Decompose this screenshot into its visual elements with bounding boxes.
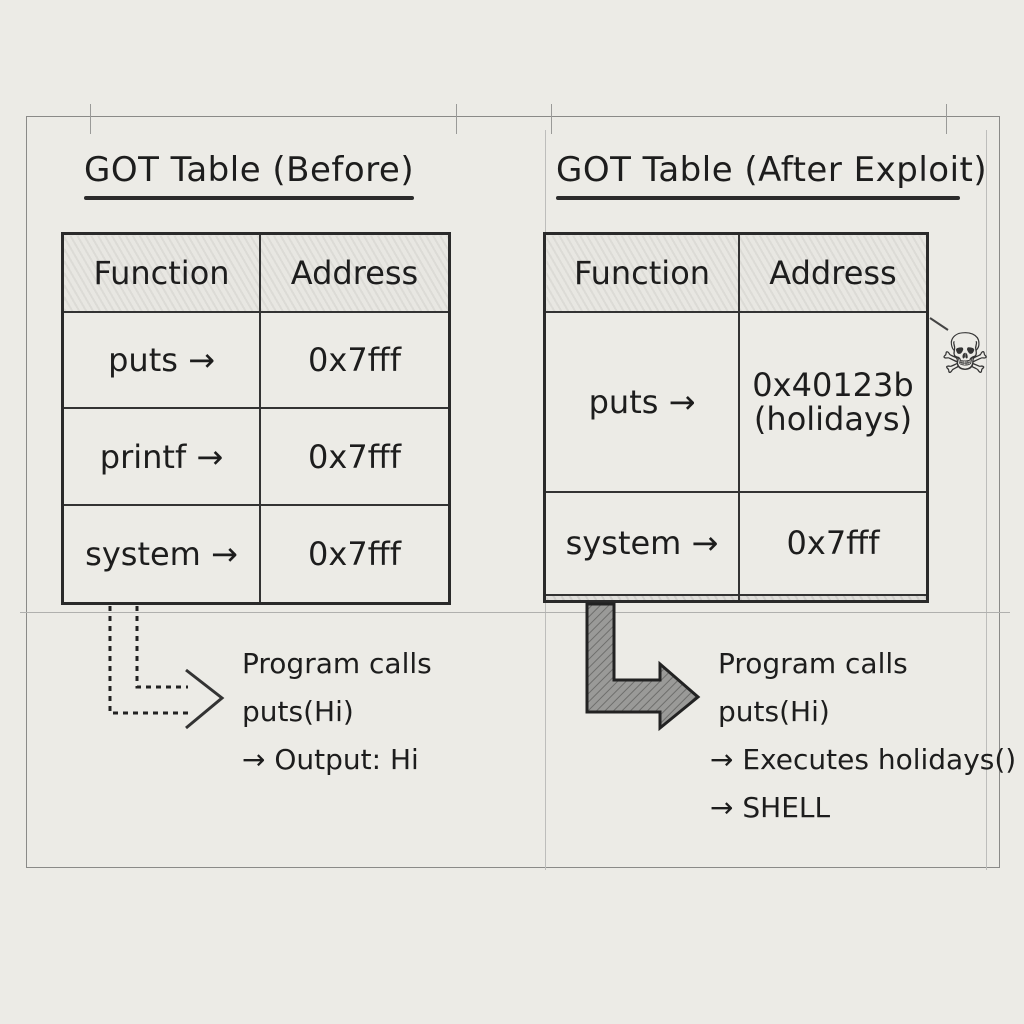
overwritten-address: 0x40123b <box>752 365 914 404</box>
table-row-empty <box>543 593 929 603</box>
address-cell: 0x40123b (holidays) <box>738 310 929 493</box>
tick-mark <box>90 104 91 134</box>
note-line: → SHELL <box>710 791 831 824</box>
left-title: GOT Table (Before) <box>84 150 415 190</box>
function-cell: puts → <box>61 310 261 410</box>
empty-cell <box>738 593 929 603</box>
table-row: printf → 0x7fff <box>61 407 451 507</box>
note-line: puts(Hi) <box>718 695 830 728</box>
tick-mark <box>456 104 457 134</box>
address-cell: 0x7fff <box>259 407 451 507</box>
header-function: Function <box>61 232 261 313</box>
table-row: puts → 0x40123b (holidays) <box>543 310 929 493</box>
function-cell: system → <box>543 490 740 597</box>
table-row: system → 0x7fff <box>543 490 929 597</box>
header-address: Address <box>259 232 451 313</box>
table-row: system → 0x7fff <box>61 504 451 605</box>
right-title-underline <box>556 196 960 200</box>
right-note: Program calls puts(Hi) → Executes holida… <box>710 640 1016 832</box>
table-row: puts → 0x7fff <box>61 310 451 410</box>
note-line: → Output: Hi <box>242 743 419 776</box>
left-note: Program calls puts(Hi) → Output: Hi <box>242 640 432 784</box>
right-title: GOT Table (After Exploit) <box>556 150 988 190</box>
header-address: Address <box>738 232 929 313</box>
function-cell: system → <box>61 504 261 605</box>
note-line: → Executes holidays() <box>710 743 1017 776</box>
address-cell: 0x7fff <box>259 504 451 605</box>
tick-mark <box>946 104 947 134</box>
guide-line <box>986 130 987 870</box>
left-got-table: Function Address puts → 0x7fff printf → … <box>61 232 451 605</box>
function-cell: puts → <box>543 310 740 493</box>
note-line: Program calls <box>242 647 432 680</box>
address-annotation: (holidays) <box>753 399 913 438</box>
skull-crossbones-icon: ☠ <box>940 322 991 387</box>
header-function: Function <box>543 232 740 313</box>
address-cell: 0x7fff <box>259 310 451 410</box>
guide-line <box>20 612 1010 613</box>
function-cell: printf → <box>61 407 261 507</box>
right-got-table: Function Address puts → 0x40123b (holida… <box>543 232 929 603</box>
address-cell: 0x7fff <box>738 490 929 597</box>
note-line: Program calls <box>718 647 908 680</box>
note-line: puts(Hi) <box>242 695 354 728</box>
left-title-underline <box>84 196 414 200</box>
empty-cell <box>543 593 740 603</box>
page-frame <box>26 116 1000 868</box>
tick-mark <box>551 104 552 134</box>
